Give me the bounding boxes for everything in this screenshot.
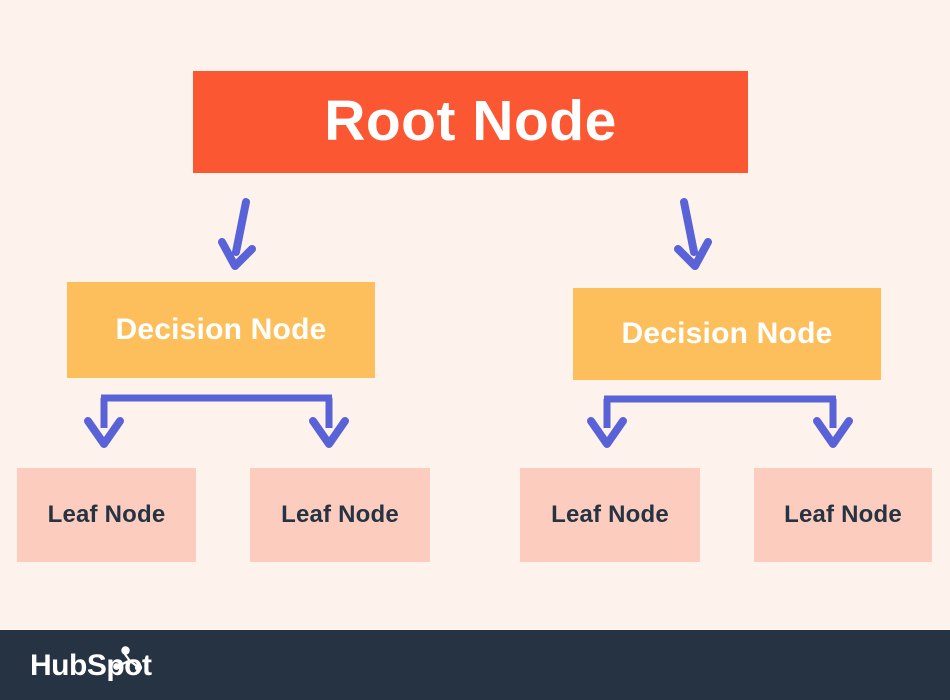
bracket-decision-left-to-leaves [84, 394, 349, 448]
arrow-root-to-decision-right [674, 198, 712, 270]
root-node[interactable]: Root Node [193, 71, 748, 173]
leaf-node-1[interactable]: Leaf Node [17, 468, 196, 562]
hubspot-wordmark: HubSpot [30, 649, 152, 682]
decision-node-right[interactable]: Decision Node [573, 288, 881, 380]
decision-node-left[interactable]: Decision Node [67, 282, 375, 378]
bracket-decision-right-to-leaves [587, 395, 853, 448]
leaf-node-4[interactable]: Leaf Node [754, 468, 932, 562]
arrow-root-to-decision-left [218, 198, 256, 270]
footer-bar [0, 630, 950, 700]
hubspot-sprocket-icon [113, 646, 143, 672]
leaf-node-3[interactable]: Leaf Node [520, 468, 700, 562]
hubspot-logo: HubSpot [30, 645, 170, 687]
leaf-node-2[interactable]: Leaf Node [250, 468, 430, 562]
